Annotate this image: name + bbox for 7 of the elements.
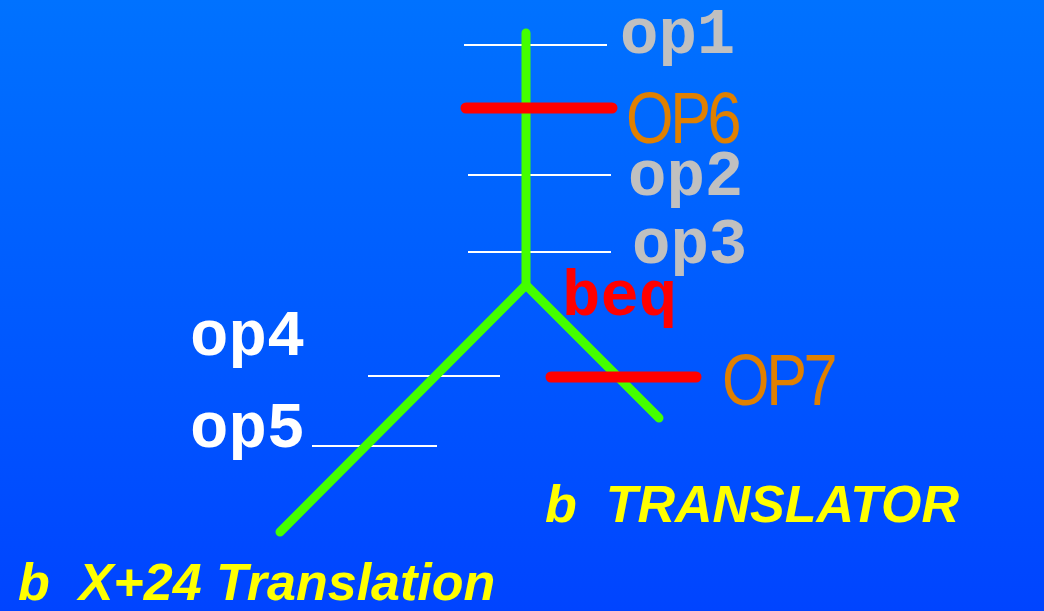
op-label: op2 <box>628 146 744 210</box>
caption-text: b X+24 Translation <box>18 556 496 608</box>
op-label: op4 <box>190 306 306 370</box>
op-label: op5 <box>190 398 306 462</box>
op-label: op1 <box>620 4 736 68</box>
caption-text: b TRANSLATOR <box>545 478 960 530</box>
op-label: OP7 <box>722 344 835 416</box>
